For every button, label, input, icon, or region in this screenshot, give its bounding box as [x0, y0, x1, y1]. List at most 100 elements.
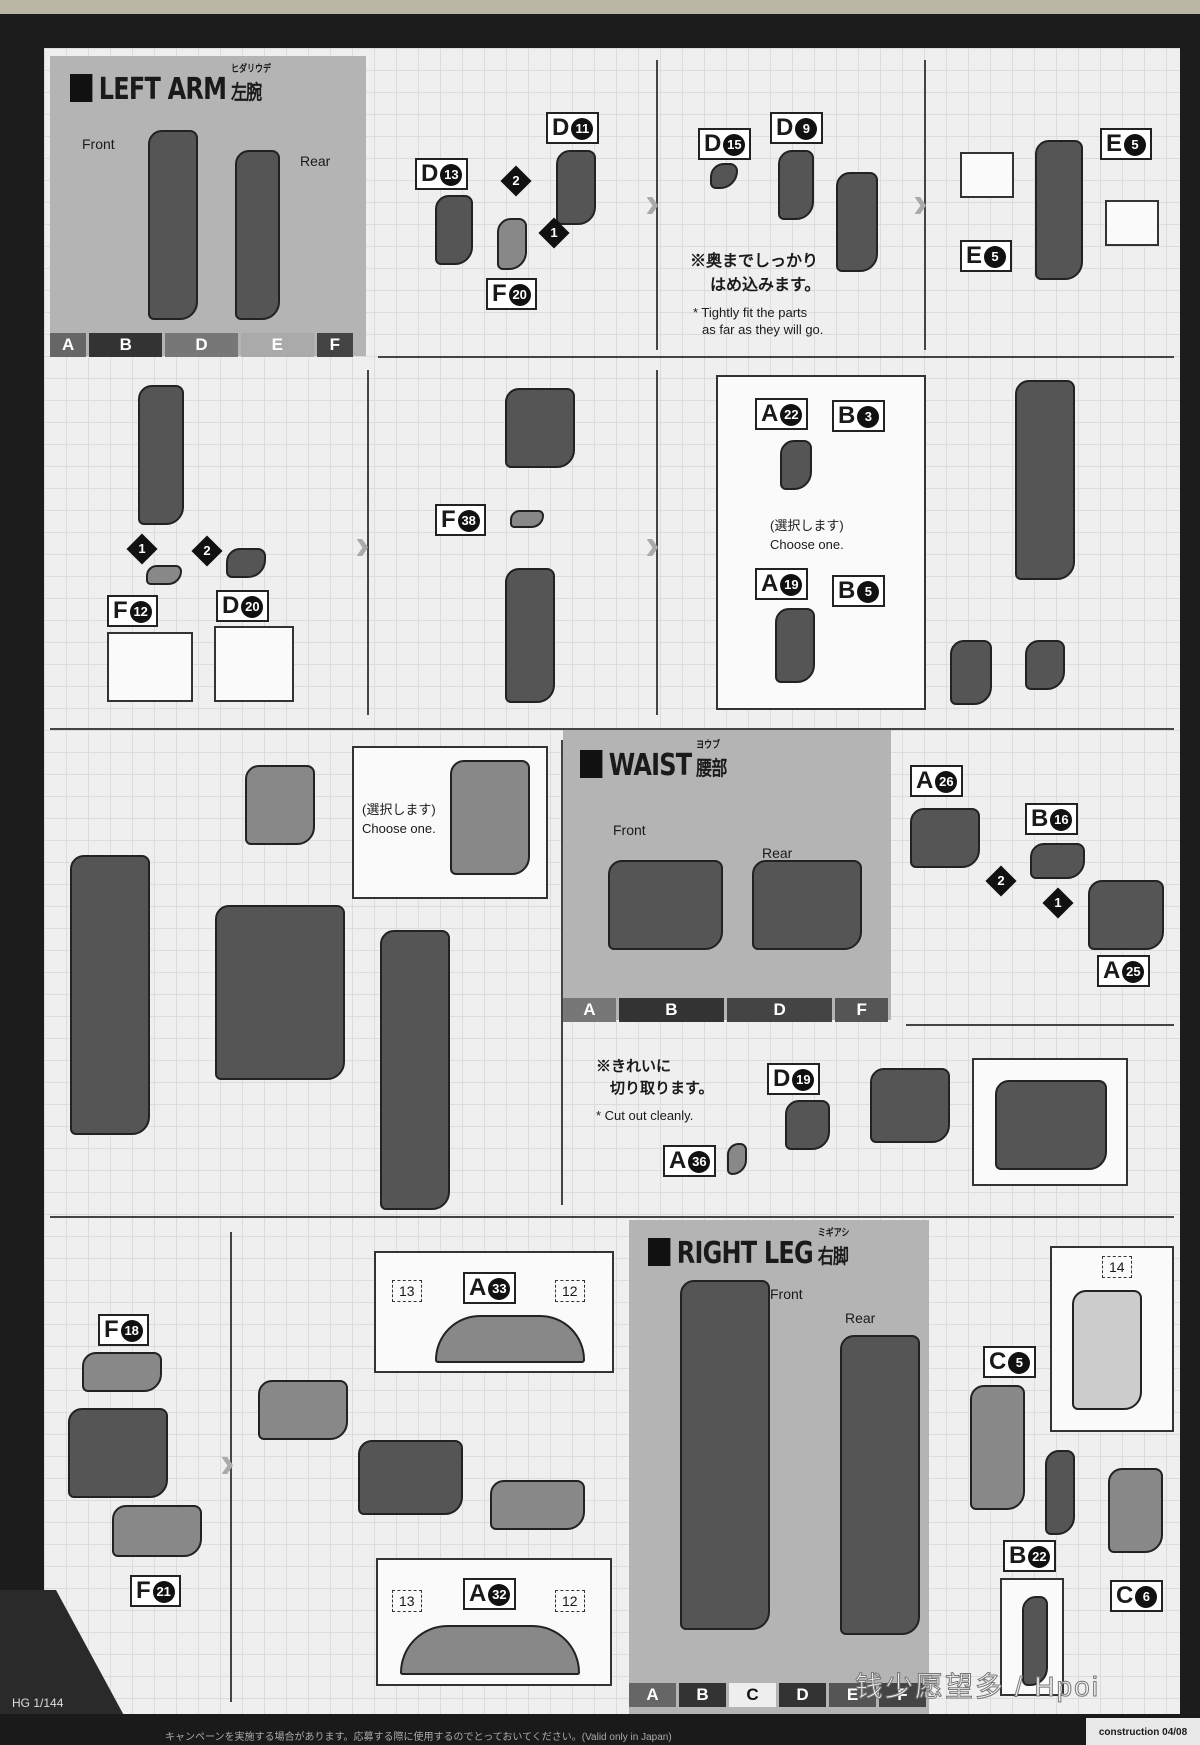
- part-number: 3: [857, 406, 880, 428]
- gate-mark: 13: [392, 1590, 422, 1612]
- waist-rear-illustration: [752, 860, 862, 950]
- rear-label: Rear: [762, 845, 793, 861]
- runner-e: E: [829, 1683, 876, 1707]
- runner-a: A: [50, 333, 87, 357]
- gate-mark: 14: [1102, 1256, 1132, 1278]
- waist-ruby: ヨウブ: [696, 740, 721, 751]
- step-number: 2: [500, 165, 532, 197]
- part-number: 22: [1028, 1546, 1051, 1568]
- hand-illustration: [775, 608, 815, 683]
- choose-one-note: (選択します)Choose one.: [362, 802, 436, 836]
- part-illustration: [490, 1480, 585, 1530]
- gate-mark: 13: [392, 1280, 422, 1302]
- detail-box: [1105, 200, 1159, 246]
- torso-illustration: [215, 905, 345, 1080]
- left-arm-panel: [50, 56, 366, 356]
- runner-a: A: [563, 998, 616, 1022]
- part-illustration: [1072, 1290, 1142, 1410]
- part-number: 5: [1008, 1352, 1031, 1374]
- head-illustration: [245, 765, 315, 845]
- arm-illustration: [505, 568, 555, 703]
- waist-front-illustration: [608, 860, 723, 950]
- divider: [367, 370, 369, 715]
- divider: [230, 1232, 232, 1702]
- leg-rear-illustration: [840, 1335, 920, 1635]
- divider: [924, 60, 926, 350]
- runner-e: E: [240, 333, 314, 357]
- divider: [50, 1216, 1174, 1218]
- part-illustration: [970, 1385, 1025, 1510]
- part-illustration: [836, 172, 878, 272]
- runner-d: D: [779, 1683, 826, 1707]
- runner-c: C: [729, 1683, 776, 1707]
- next-arrow-icon: ›: [913, 178, 928, 227]
- runner-d: D: [165, 333, 238, 357]
- runner-f: F: [316, 333, 353, 357]
- part-illustration: [910, 808, 980, 868]
- part-number: 5: [857, 581, 880, 603]
- part-illustration: [497, 218, 527, 270]
- part-number: 19: [792, 1069, 815, 1091]
- arm-illustration: [70, 855, 150, 1135]
- part-illustration: [1022, 1596, 1048, 1686]
- runner-f: F: [879, 1683, 926, 1707]
- part-number: 32: [488, 1584, 511, 1606]
- part-illustration: [1045, 1450, 1075, 1535]
- front-label: Front: [613, 822, 646, 838]
- hand-illustration: [1025, 640, 1065, 690]
- divider: [656, 370, 658, 715]
- arm-illustration: [505, 388, 575, 468]
- step-number: 1: [126, 533, 158, 565]
- part-illustration: [727, 1143, 747, 1175]
- part-number: 36: [688, 1151, 711, 1173]
- part-number: 33: [488, 1278, 511, 1300]
- part-illustration: [146, 565, 182, 585]
- choose-hand-box: [716, 375, 926, 710]
- part-illustration: [785, 1100, 830, 1150]
- part-number: 19: [780, 574, 803, 596]
- series-label: HG 1/144: [12, 1696, 64, 1710]
- waist-illustration: [358, 1440, 463, 1515]
- page-number: construction 04/08: [1086, 1718, 1200, 1745]
- waist-illustration: [68, 1408, 168, 1498]
- divider: [561, 740, 563, 1205]
- arm-rear-illustration: [235, 150, 280, 320]
- detail-box: [107, 632, 193, 702]
- runner-d: D: [727, 998, 833, 1022]
- campaign-notice: キャンペーンを実施する場合があります。応募する際に使用するのでとっておいてくださ…: [165, 1732, 672, 1743]
- part-illustration: [112, 1505, 202, 1557]
- part-number: 15: [723, 134, 746, 156]
- leg-front-illustration: [680, 1280, 770, 1630]
- part-illustration: [778, 150, 814, 220]
- hand-illustration: [780, 440, 812, 490]
- part-number: 5: [984, 246, 1007, 268]
- arm-illustration: [380, 930, 450, 1210]
- arm-illustration: [1035, 140, 1083, 280]
- part-illustration: [710, 163, 738, 189]
- gate-mark: 12: [555, 1590, 585, 1612]
- runner-b: B: [89, 333, 163, 357]
- part-illustration: [1030, 843, 1085, 879]
- step-number: 2: [191, 535, 223, 567]
- part-number: 22: [780, 404, 803, 426]
- part-number: 16: [1050, 809, 1073, 831]
